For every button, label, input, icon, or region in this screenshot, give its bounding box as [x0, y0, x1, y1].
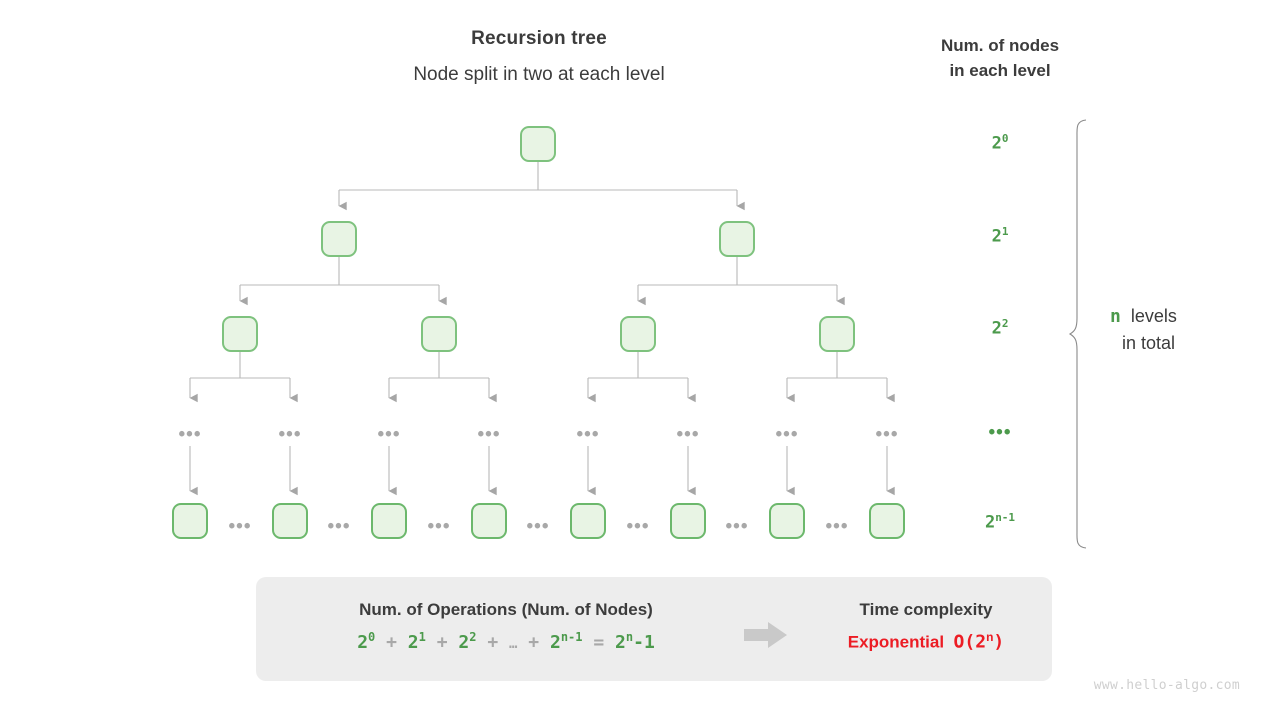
formula-op-3: + [487, 632, 499, 653]
formula-op-2: + [436, 632, 448, 653]
levels-word: levels [1130, 306, 1177, 326]
watermark: www.hello-algo.com [1093, 678, 1240, 693]
formula-op-4: + [528, 632, 540, 653]
arrow-right-icon [742, 620, 792, 650]
tree-ellipsis-l3-6: ••• [775, 424, 799, 445]
level-count-label-2: 22 [940, 317, 1060, 339]
tree-ellipsis-last-3: ••• [526, 516, 550, 537]
summary-right-heading: Time complexity [859, 600, 993, 619]
tree-ellipsis-last-2: ••• [427, 516, 451, 537]
tree-ellipsis-l3-2: ••• [377, 424, 401, 445]
right-column-title-line2: in each level [949, 61, 1051, 80]
formula-exp-2: 1 [418, 630, 426, 644]
level-count-label-ellipsis: ••• [988, 422, 1012, 443]
levels-total-line1: n levels [1110, 303, 1260, 330]
tree-ellipsis-last-4: ••• [626, 516, 650, 537]
summary-complexity: Exponential O(2n) [800, 630, 1052, 653]
tree-node-last-6[interactable] [769, 503, 805, 539]
level-count-exp-2: 2 [1001, 317, 1009, 330]
summary-left: Num. of Operations (Num. of Nodes) 20 + … [256, 600, 756, 653]
level-count-label-0: 20 [940, 132, 1060, 154]
level-count-exp-4: n-1 [995, 511, 1016, 524]
formula-term-1: 2 [357, 632, 369, 653]
tree-ellipsis-last-5: ••• [725, 516, 749, 537]
complexity-close-paren: ) [993, 631, 1005, 653]
tree-ellipsis-l3-4: ••• [576, 424, 600, 445]
tree-node-l0-0[interactable] [520, 126, 556, 162]
level-count-base-2: 2 [991, 318, 1002, 339]
formula-ellipsis: … [509, 636, 518, 652]
summary-right: Time complexity Exponential O(2n) [800, 600, 1052, 653]
summary-left-heading: Num. of Operations (Num. of Nodes) [359, 600, 653, 619]
formula-exp-1: 0 [368, 630, 376, 644]
tree-node-last-3[interactable] [471, 503, 507, 539]
formula-exp-4: n-1 [560, 630, 583, 644]
formula-term-5: 2 [615, 632, 626, 653]
tree-ellipsis-last-0: ••• [228, 516, 252, 537]
tree-node-last-7[interactable] [869, 503, 905, 539]
levels-variable: n [1110, 306, 1121, 327]
tree-ellipsis-l3-5: ••• [676, 424, 700, 445]
formula-op-1: + [386, 632, 397, 653]
right-column-title: Num. of nodes in each level [900, 33, 1100, 83]
tree-node-l2-1[interactable] [421, 316, 457, 352]
levels-total-line2: in total [1122, 333, 1176, 353]
tree-node-l1-1[interactable] [719, 221, 755, 257]
levels-brace [1068, 118, 1102, 550]
level-count-label-1: 21 [940, 225, 1060, 247]
tree-ellipsis-last-1: ••• [327, 516, 351, 537]
level-count-exp-1: 1 [1001, 225, 1009, 238]
tree-node-l2-2[interactable] [620, 316, 656, 352]
tree-node-l2-3[interactable] [819, 316, 855, 352]
level-count-base-0: 2 [991, 133, 1002, 154]
levels-total-label: n levels in total [1110, 303, 1260, 357]
level-count-exp-0: 0 [1001, 132, 1009, 145]
tree-ellipsis-l3-1: ••• [278, 424, 302, 445]
tree-ellipsis-l3-0: ••• [178, 424, 202, 445]
formula-term-3: 2 [458, 632, 470, 653]
tree-node-last-5[interactable] [670, 503, 706, 539]
right-column-title-line1: Num. of nodes [940, 36, 1060, 55]
level-count-label-4: 2n-1 [940, 511, 1060, 533]
complexity-word: Exponential [847, 632, 945, 652]
formula-term-5-tail: -1 [633, 632, 655, 653]
page-subtitle: Node split in two at each level [413, 64, 665, 85]
level-count-base-4: 2 [984, 512, 996, 533]
tree-node-last-0[interactable] [172, 503, 208, 539]
formula-exp-3: 2 [469, 630, 477, 644]
tree-ellipsis-last-6: ••• [825, 516, 849, 537]
complexity-bigo: O(2 [953, 631, 987, 653]
summary-formula: 20 + 21 + 22 + … + 2n-1 = 2n-1 [256, 630, 756, 653]
formula-equals: = [593, 632, 605, 653]
tree-node-last-4[interactable] [570, 503, 606, 539]
tree-node-last-2[interactable] [371, 503, 407, 539]
page-title: Recursion tree [471, 28, 607, 49]
complexity-exponent: n [986, 630, 994, 644]
formula-term-2: 2 [407, 632, 419, 653]
summary-panel [256, 577, 1052, 681]
formula-exp-5: n [625, 630, 634, 644]
tree-node-l2-0[interactable] [222, 316, 258, 352]
formula-term-4: 2 [549, 632, 561, 653]
tree-node-l1-0[interactable] [321, 221, 357, 257]
tree-connectors [189, 162, 895, 496]
level-count-base-1: 2 [991, 226, 1002, 247]
tree-node-last-1[interactable] [272, 503, 308, 539]
tree-ellipsis-l3-3: ••• [477, 424, 501, 445]
tree-ellipsis-l3-7: ••• [875, 424, 899, 445]
